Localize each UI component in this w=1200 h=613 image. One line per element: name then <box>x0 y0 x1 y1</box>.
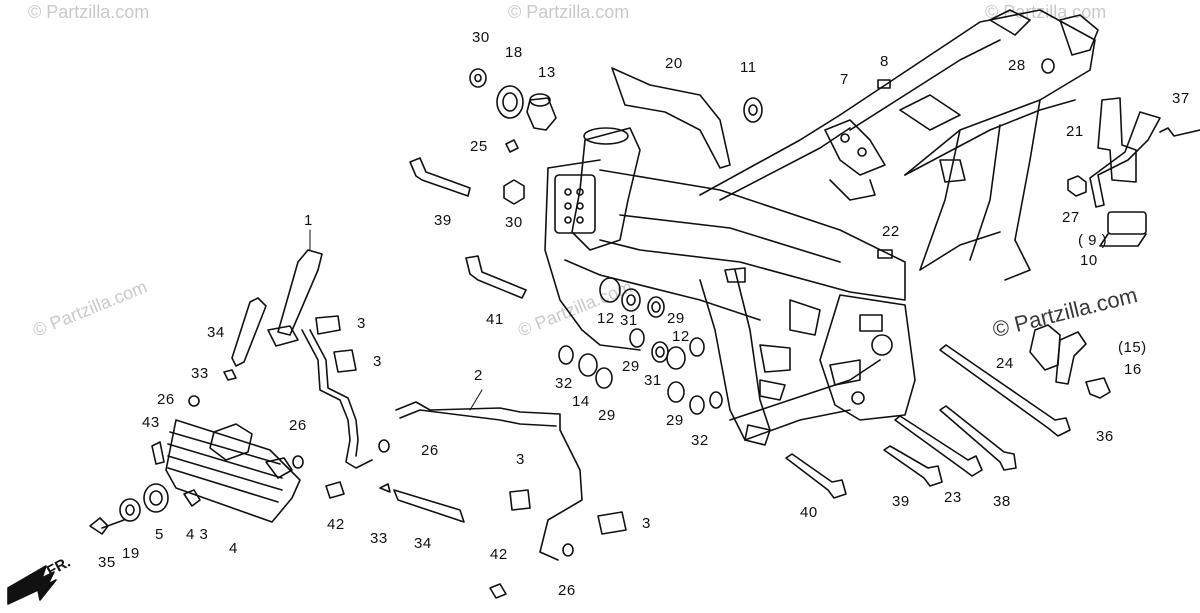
callout-26: 26 <box>289 417 307 434</box>
callout-33: 33 <box>370 530 388 547</box>
callout-25: 25 <box>470 138 488 155</box>
callout-36: 36 <box>1096 428 1114 445</box>
callout-42: 42 <box>327 516 345 533</box>
callout-11: 11 <box>740 59 757 76</box>
callout-29: 29 <box>667 310 685 327</box>
callout-8: 8 <box>880 53 889 70</box>
callout-20: 20 <box>665 55 683 72</box>
callout-42: 42 <box>490 546 508 563</box>
callout-34: 34 <box>414 535 432 552</box>
callout-26: 26 <box>421 442 439 459</box>
bracket-parts <box>611 67 1161 385</box>
callout-9: ( 9 ) <box>1078 232 1108 249</box>
callout-43: 4 3 <box>186 526 209 543</box>
callout-26: 26 <box>558 582 576 599</box>
callout-31: 31 <box>620 312 638 329</box>
fasteners <box>409 58 1200 499</box>
callout-29: 29 <box>598 407 616 424</box>
callout-39: 39 <box>892 493 910 510</box>
callout-33: 33 <box>191 365 209 382</box>
callout-30: 30 <box>505 214 523 231</box>
callout-38: 38 <box>993 493 1011 510</box>
callout-22: 22 <box>882 223 900 240</box>
callout-10: 10 <box>1080 252 1098 269</box>
callout-14: 14 <box>572 393 590 410</box>
callout-1: 1 <box>304 212 313 229</box>
callout-26: 26 <box>157 391 175 408</box>
callout-29: 29 <box>666 412 684 429</box>
callout-23: 23 <box>944 489 962 506</box>
oil-cooler <box>89 229 627 599</box>
watermark-top-left: © Partzilla.com <box>28 2 150 22</box>
callout-15: (15) <box>1118 339 1147 356</box>
callout-3: 3 <box>373 353 382 370</box>
callout-35: 35 <box>98 554 116 571</box>
front-arrow-graphic <box>7 565 57 605</box>
callout-12: 12 <box>597 310 615 327</box>
callout-32: 32 <box>691 432 709 449</box>
callout-12: 12 <box>672 328 690 345</box>
callout-3: 3 <box>516 451 525 468</box>
callout-39: 39 <box>434 212 452 229</box>
callout-24: 24 <box>996 355 1014 372</box>
watermark-top-center: © Partzilla.com <box>508 2 630 22</box>
callout-30: 30 <box>472 29 490 46</box>
callout-37: 37 <box>1172 90 1190 107</box>
callout-2: 2 <box>474 367 483 384</box>
callout-18: 18 <box>505 44 523 61</box>
callout-32: 32 <box>555 375 573 392</box>
frame-body <box>544 9 1099 446</box>
callout-31: 31 <box>644 372 662 389</box>
callout-19: 19 <box>122 545 140 562</box>
callout-27: 27 <box>1062 209 1080 226</box>
callout-29: 29 <box>622 358 640 375</box>
callout-28: 28 <box>1008 57 1026 74</box>
callout-13: 13 <box>538 64 556 81</box>
callout-40: 40 <box>800 504 818 521</box>
callout-3: 3 <box>357 315 366 332</box>
callout-3: 3 <box>642 515 651 532</box>
callout-43: 43 <box>142 414 160 431</box>
callout-21: 21 <box>1066 123 1084 140</box>
callout-16: 16 <box>1124 361 1142 378</box>
callout-7: 7 <box>840 71 849 88</box>
callout-41: 41 <box>486 311 504 328</box>
callout-4: 4 <box>229 540 238 557</box>
callout-5: 5 <box>155 526 164 543</box>
callout-34: 34 <box>207 324 225 341</box>
watermark-top-right: © Partzilla.com <box>985 2 1107 22</box>
